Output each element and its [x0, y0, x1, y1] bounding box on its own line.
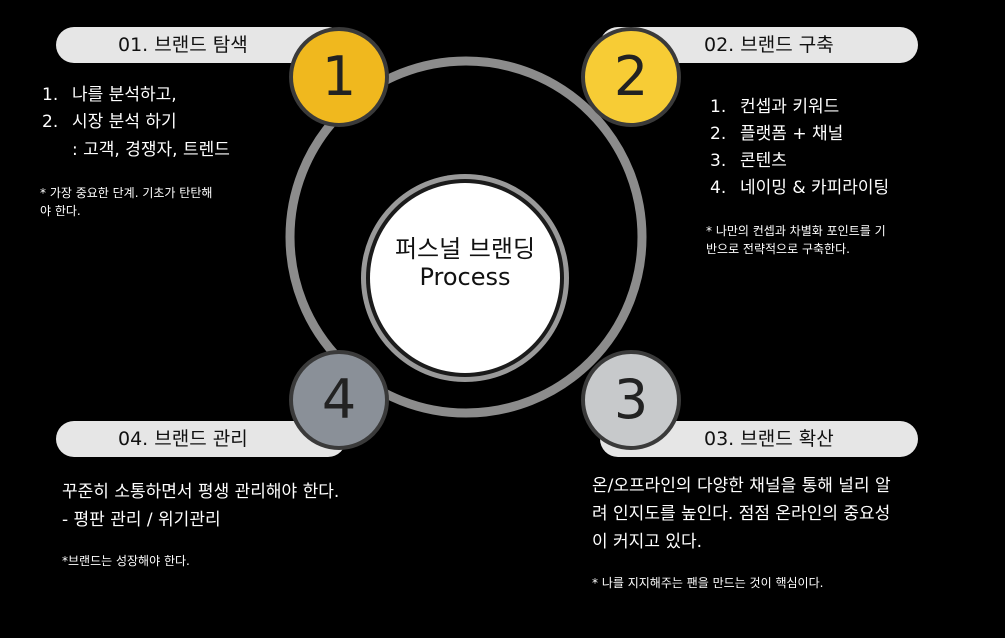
- step-2-number: 2: [613, 45, 649, 108]
- step-3-number-circle: 3: [581, 350, 681, 450]
- step-3-number: 3: [613, 368, 649, 431]
- center-subtitle: Process: [419, 263, 511, 291]
- list-item: 2.시장 분석 하기: [42, 112, 177, 132]
- list-item: 4.네이밍 & 카피라이팅: [710, 178, 890, 198]
- step-3-title: 03. 브랜드 확산: [704, 428, 834, 450]
- step-1-sublist: : 고객, 경쟁자, 트렌드: [72, 140, 230, 160]
- center-circle: 퍼스널 브랜딩 Process: [370, 183, 560, 373]
- step-2-note: * 나만의 컨셉과 차별화 포인트를 기 반으로 전략적으로 구축한다.: [706, 224, 886, 256]
- list-item: 2.플랫폼 + 채널: [710, 124, 844, 144]
- step-4-number-circle: 4: [289, 350, 389, 450]
- step-2-list: 1.컨셉과 키워드 2.플랫폼 + 채널 3.콘텐츠 4.네이밍 & 카피라이팅: [710, 94, 889, 202]
- step-1-list: 1.나를 분석하고, 2.시장 분석 하기: [42, 82, 177, 136]
- step-1-number: 1: [321, 45, 357, 108]
- step-4-title: 04. 브랜드 관리: [118, 428, 248, 450]
- list-item: 1.컨셉과 키워드: [710, 97, 840, 117]
- step-4-description: 꾸준히 소통하면서 평생 관리해야 한다. - 평판 관리 / 위기관리: [62, 482, 340, 530]
- step-2-title: 02. 브랜드 구축: [704, 34, 834, 56]
- step-4-note: *브랜드는 성장해야 한다.: [62, 554, 190, 568]
- step-1-title: 01. 브랜드 탐색: [118, 34, 248, 56]
- center-title: 퍼스널 브랜딩: [394, 235, 536, 263]
- list-item: 3.콘텐츠: [710, 151, 787, 171]
- step-3-description: 온/오프라인의 다양한 채널을 통해 널리 알 려 인지도를 높인다. 점점 온…: [592, 476, 891, 552]
- step-2-number-circle: 2: [581, 27, 681, 127]
- step-3-note: * 나를 지지해주는 팬을 만드는 것이 핵심이다.: [592, 576, 824, 590]
- step-1-note: * 가장 중요한 단계. 기초가 탄탄해 야 한다.: [40, 186, 213, 218]
- list-item: 1.나를 분석하고,: [42, 85, 177, 105]
- step-1-number-circle: 1: [289, 27, 389, 127]
- step-4-number: 4: [321, 368, 357, 431]
